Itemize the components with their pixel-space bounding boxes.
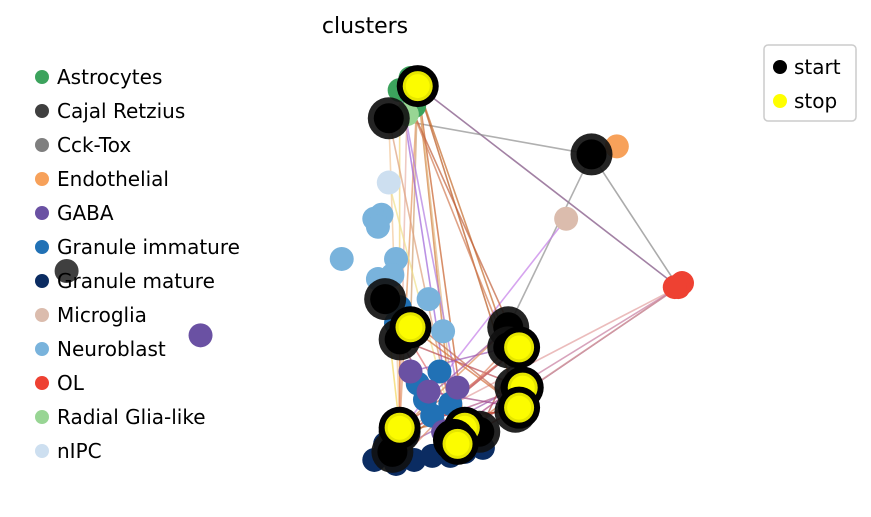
legend-label-3: Endothelial (57, 167, 169, 191)
stop-marker-0 (405, 74, 430, 99)
point-14 (431, 319, 456, 344)
start-legend-label: start (794, 55, 841, 79)
point-24 (416, 379, 441, 404)
point-12 (416, 287, 441, 312)
edge-0 (417, 85, 679, 288)
start-marker-0 (373, 103, 404, 134)
chart-title: clusters (322, 14, 408, 39)
legend-marker-1 (35, 104, 49, 118)
legend-marker-3 (35, 172, 49, 186)
stop-marker-4 (507, 395, 532, 420)
stop-marker-1 (398, 315, 423, 340)
start-legend-marker (773, 60, 787, 74)
edge-8 (590, 153, 680, 288)
legend-marker-11 (35, 444, 49, 458)
stop-marker-8 (445, 431, 470, 456)
edge-15 (409, 86, 419, 328)
point-38 (554, 206, 579, 231)
legend-marker-6 (35, 274, 49, 288)
start-stop-markers (364, 65, 613, 473)
point-23 (445, 375, 470, 400)
legend-marker-0 (35, 70, 49, 84)
legend-label-0: Astrocytes (57, 65, 162, 89)
legend-label-4: GABA (57, 201, 114, 225)
point-7 (365, 214, 390, 239)
point-8 (329, 246, 354, 271)
legend-label-11: nIPC (57, 439, 102, 463)
legend-marker-4 (35, 206, 49, 220)
stop-legend-label: stop (794, 89, 837, 113)
stop-marker-2 (507, 335, 532, 360)
start-marker-4 (576, 139, 607, 170)
legend-label-7: Microglia (57, 303, 147, 327)
legend-label-1: Cajal Retzius (57, 99, 185, 123)
legend-marker-2 (35, 138, 49, 152)
start-marker-1 (370, 284, 401, 315)
point-17 (427, 359, 452, 384)
start-stop-legend: start stop (763, 44, 857, 122)
point-42 (662, 275, 687, 300)
edge-7 (515, 286, 679, 389)
stop-marker-5 (387, 415, 412, 440)
legend-label-5: Granule immature (57, 235, 240, 259)
legend-label-9: OL (57, 371, 85, 395)
legend-marker-9 (35, 376, 49, 390)
point-28 (54, 259, 79, 283)
legend-marker-5 (35, 240, 49, 254)
point-26 (188, 323, 213, 348)
legend-marker-8 (35, 342, 49, 356)
legend-marker-7 (35, 308, 49, 322)
point-4 (376, 170, 401, 195)
legend-label-10: Radial Glia-like (57, 405, 206, 429)
legend-label-6: Granule mature (57, 269, 215, 293)
point-25 (398, 359, 423, 384)
edge-22 (409, 105, 520, 348)
legend-label-2: Cck-Tox (57, 133, 131, 157)
legend-frame (763, 44, 857, 122)
edge-18 (398, 85, 466, 428)
legend-marker-10 (35, 410, 49, 424)
legend-label-8: Neuroblast (57, 337, 166, 361)
stop-legend-marker (773, 94, 787, 108)
